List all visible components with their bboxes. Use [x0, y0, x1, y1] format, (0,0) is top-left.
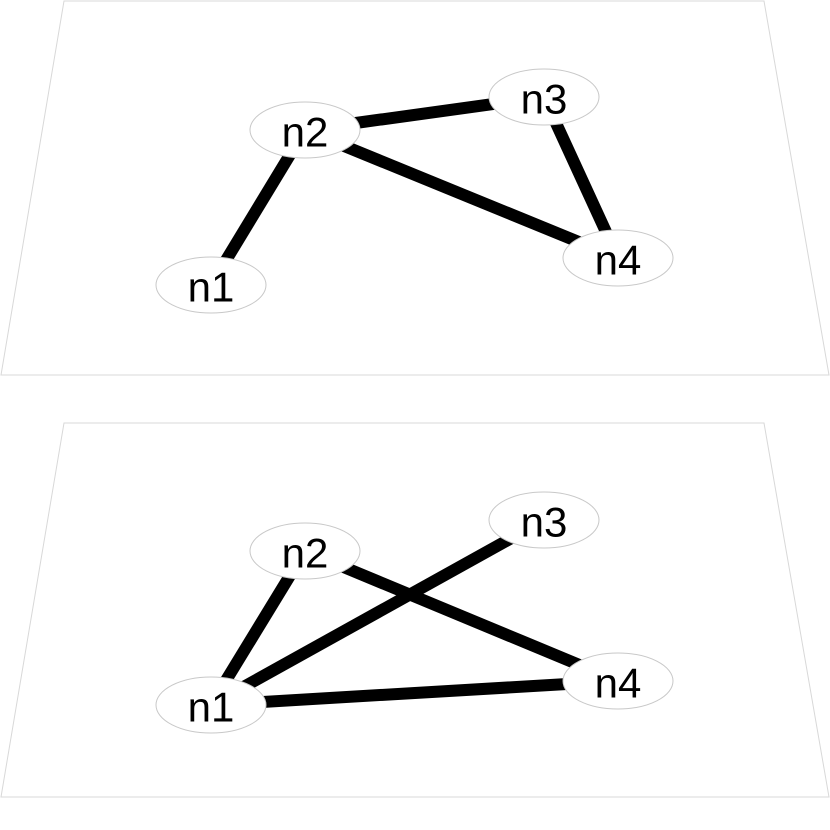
- node-ellipse: [562, 229, 674, 287]
- layer-bottom-plane: [0, 422, 830, 798]
- layer-top-node-n1[interactable]: n1: [155, 256, 267, 314]
- node-ellipse: [249, 522, 361, 580]
- node-label: n3: [521, 76, 568, 123]
- node-ellipse: [488, 68, 600, 126]
- layer-bottom-node-n1[interactable]: n1: [155, 676, 267, 734]
- layer-top-node-n3[interactable]: n3: [488, 68, 600, 126]
- layer-bottom-edge-1: [208, 514, 547, 711]
- node-ellipse: [249, 101, 361, 159]
- layer-bottom-node-n4[interactable]: n4: [562, 652, 674, 710]
- node-label: n4: [595, 660, 642, 707]
- node-ellipse: [488, 491, 600, 549]
- layer-bottom-edge-2: [210, 675, 619, 711]
- layer-top-node-n4[interactable]: n4: [562, 229, 674, 287]
- node-ellipse: [155, 256, 267, 314]
- layer-bottom-nodes: n1 n2 n3 n4: [155, 491, 674, 734]
- layer-bottom-node-n2[interactable]: n2: [249, 522, 361, 580]
- layer-top: n1 n2 n3 n4: [0, 0, 830, 376]
- node-label: n4: [595, 237, 642, 284]
- layer-bottom-edge-3: [302, 545, 621, 687]
- layer-top-nodes: n1 n2 n3 n4: [155, 68, 674, 314]
- node-label: n2: [282, 530, 329, 577]
- layer-bottom: n1 n2 n3 n4: [0, 422, 830, 798]
- node-label: n3: [521, 499, 568, 546]
- node-label: n2: [282, 109, 329, 156]
- layer-top-plane: [0, 0, 830, 376]
- layer-bottom-node-n3[interactable]: n3: [488, 491, 600, 549]
- node-label: n1: [188, 684, 235, 731]
- node-ellipse: [155, 676, 267, 734]
- layer-top-edge-2: [302, 124, 621, 264]
- node-ellipse: [562, 652, 674, 710]
- layer-top-node-n2[interactable]: n2: [249, 101, 361, 159]
- node-label: n1: [188, 264, 235, 311]
